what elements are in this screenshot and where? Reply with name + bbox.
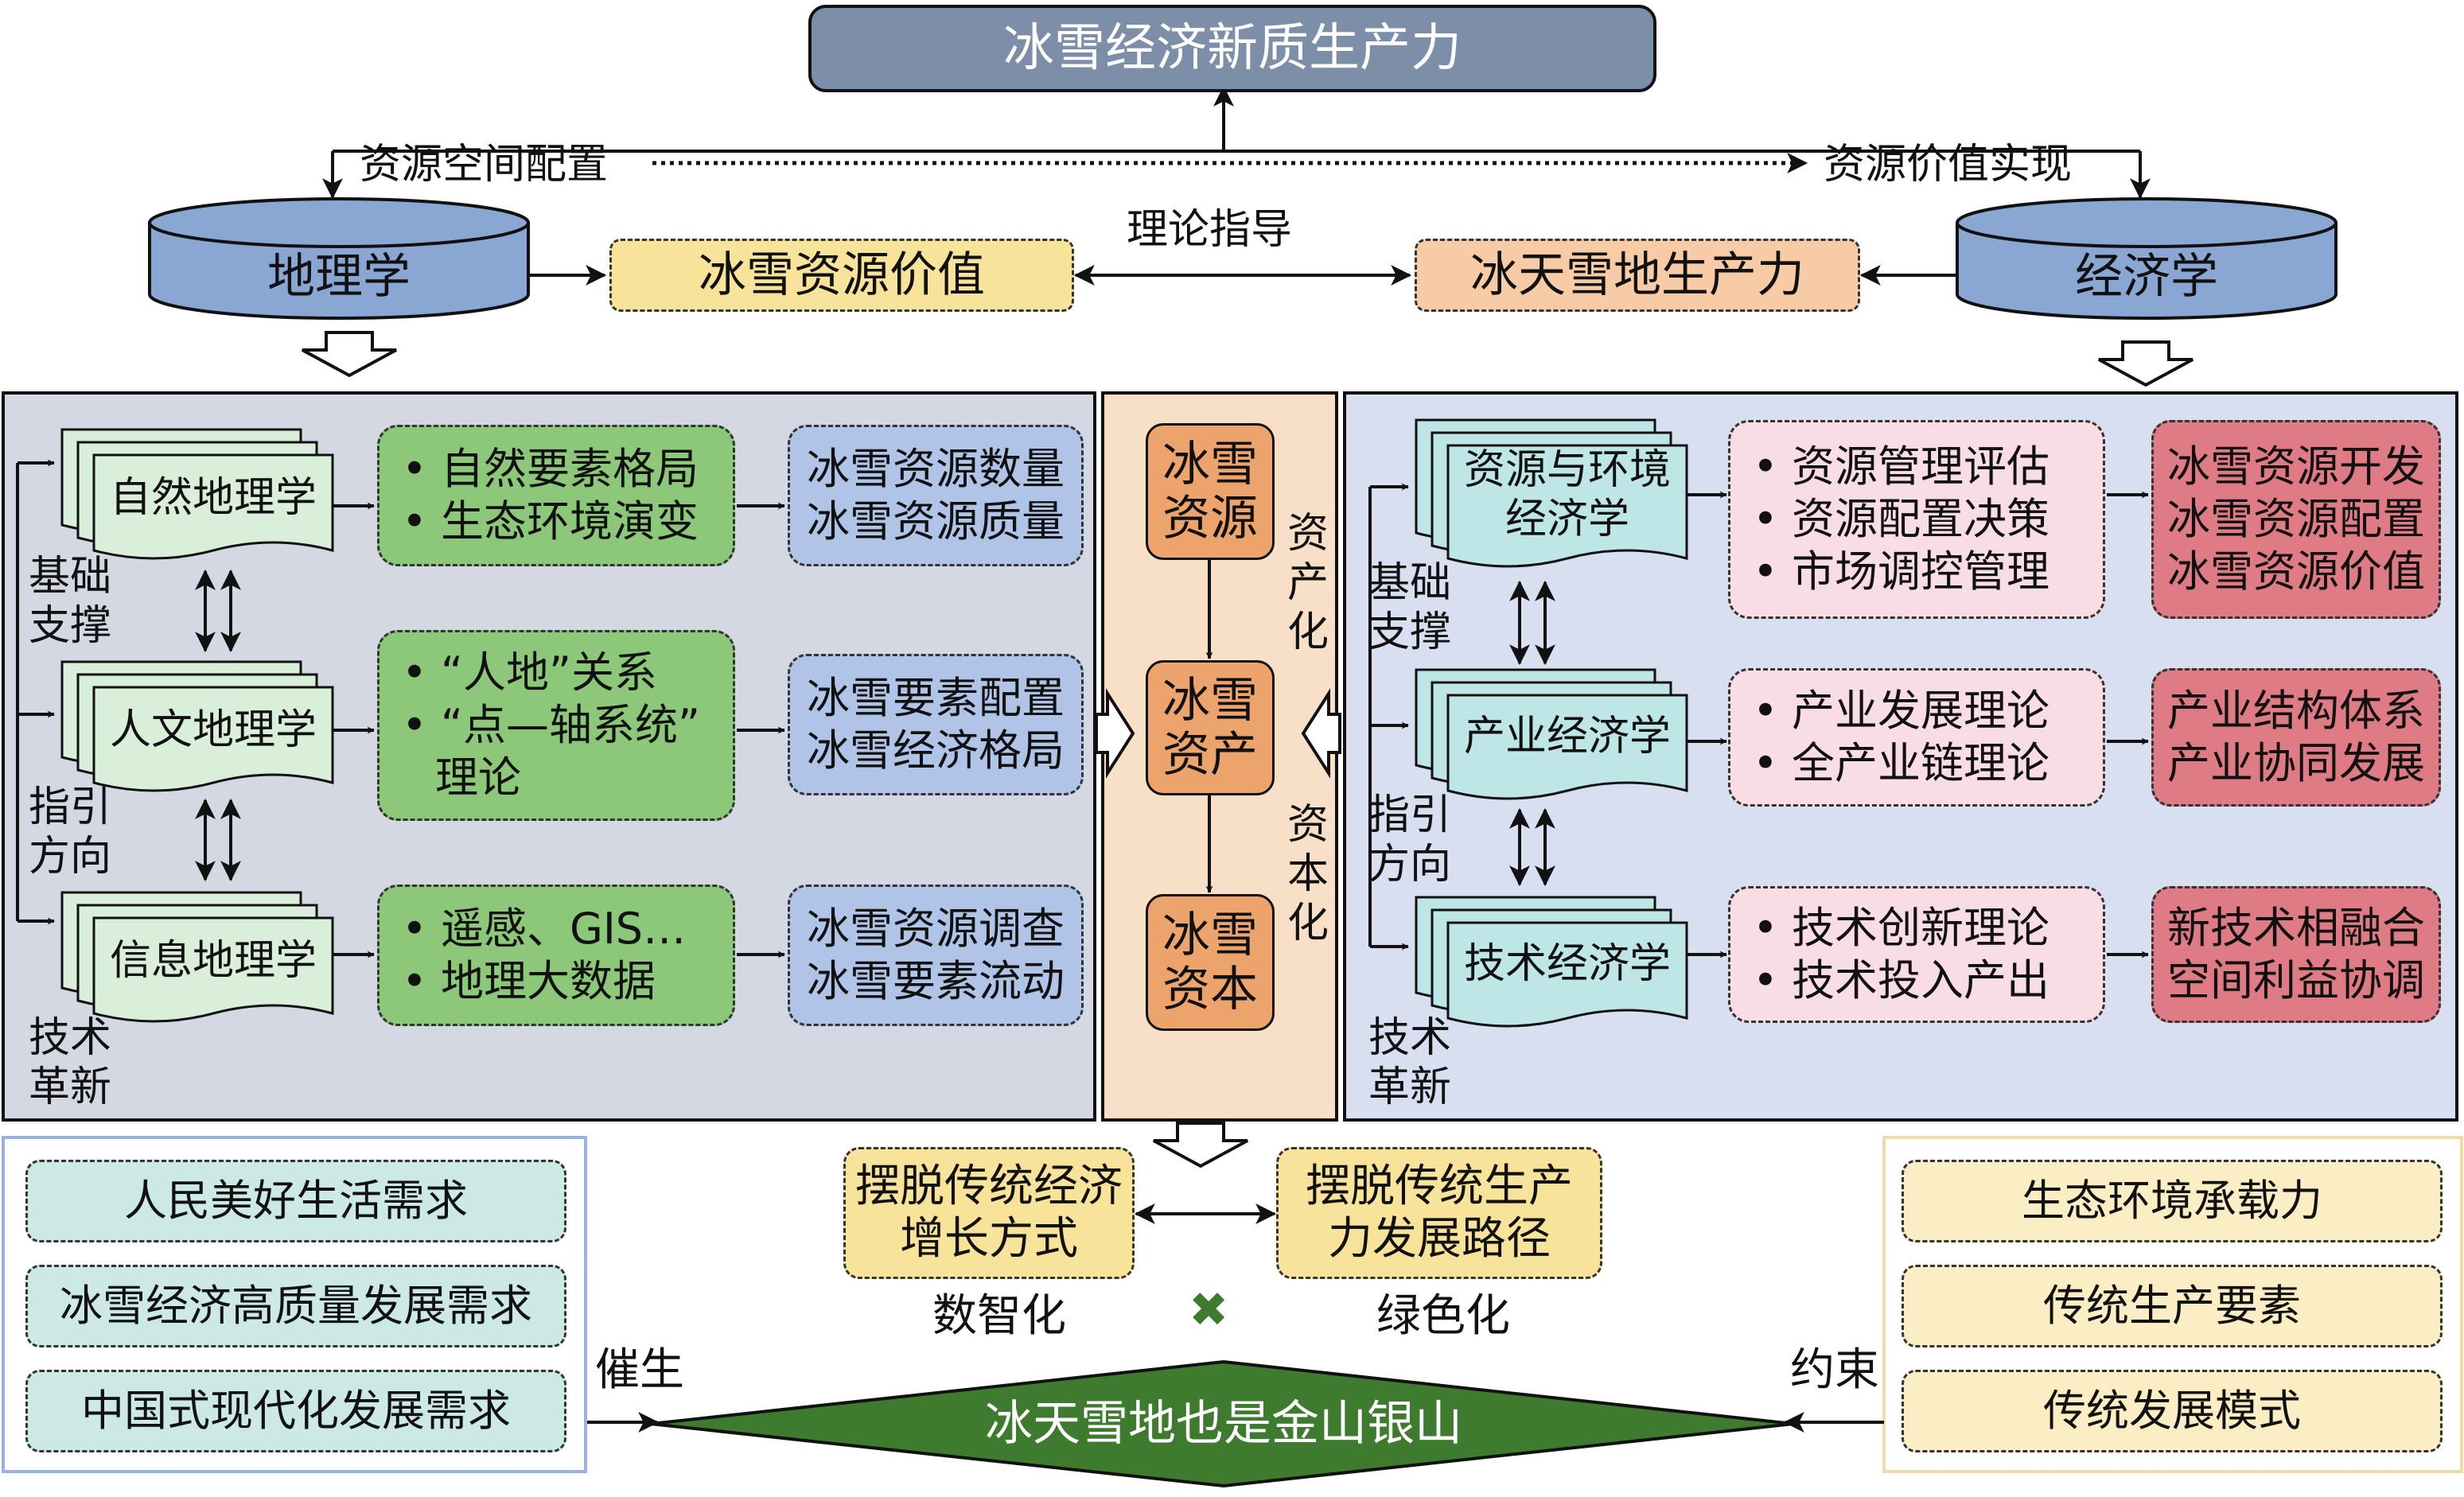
escape-traditional-productivity: 摆脱传统生产 力发展路径 (1276, 1147, 1602, 1279)
center-ice-capital: 冰雪 资本 (1146, 894, 1275, 1031)
need-chinese-modernization: 中国式现代化发展需求 (25, 1370, 566, 1452)
bullet-item: 生态环境演变 (402, 496, 733, 548)
label-assetization: 资 产 化 (1287, 510, 1329, 656)
ice-snow-productivity: 冰天雪地生产力 (1415, 239, 1860, 312)
right-label-guidance: 指引 方向 (1368, 791, 1452, 888)
bullet-item: 地理大数据 (402, 955, 733, 1008)
label-constrain: 约束 (1790, 1344, 1879, 1396)
bullet-item: 资源配置决策 (1753, 493, 2103, 546)
escape-traditional-growth: 摆脱传统经济 增长方式 (843, 1147, 1135, 1279)
label-greening: 绿色化 (1376, 1290, 1510, 1342)
label-catalyze: 催生 (595, 1344, 684, 1396)
right-result-tech-integration: 新技术相融合 空间利益协调 (2151, 886, 2441, 1023)
bullet-item: 遥感、GIS… (402, 903, 733, 955)
doc-technology-economics: 技术经济学 (1463, 940, 1671, 988)
bullet-item: 资源管理评估 (1753, 441, 2103, 493)
left-bullets-human: “人地”关系 “点—轴系统” 理论 (377, 630, 735, 821)
right-label-innovation: 技术 革新 (1368, 1014, 1452, 1111)
doc-resource-env-economics: 资源与环境 经济学 (1463, 446, 1671, 543)
ice-resource-value: 冰雪资源价值 (609, 239, 1074, 312)
right-bullets-resource: 资源管理评估 资源配置决策 市场调控管理 (1728, 420, 2105, 619)
slogan-text: 冰天雪地也是金山银山 (985, 1396, 1462, 1452)
bullet-item: 技术创新理论 (1753, 902, 2103, 955)
bullet-item: 全产业链理论 (1753, 737, 2103, 790)
left-bullets-information: 遥感、GIS… 地理大数据 (377, 885, 735, 1026)
left-bullets-natural: 自然要素格局 生态环境演变 (377, 425, 735, 566)
left-label-foundation: 基础 支撑 (29, 553, 112, 650)
eco-cylinder (1956, 197, 2337, 320)
constraint-eco-capacity: 生态环境承载力 (1902, 1160, 2443, 1242)
right-label-foundation: 基础 支撑 (1368, 559, 1452, 656)
right-result-develop-allocate-value: 冰雪资源开发 冰雪资源配置 冰雪资源价值 (2151, 420, 2441, 619)
bullet-item: “点—轴系统” (402, 699, 733, 752)
right-result-industry-structure: 产业结构体系 产业协同发展 (2151, 668, 2441, 807)
bullet-continuation: 理论 (435, 752, 521, 803)
bullet-item: 市场调控管理 (1753, 546, 2103, 598)
left-label-innovation: 技术 革新 (29, 1014, 112, 1111)
center-ice-resource: 冰雪 资源 (1146, 423, 1275, 560)
left-label-guidance: 指引 方向 (29, 783, 112, 881)
label-theory-guidance: 理论指导 (1127, 206, 1293, 254)
geo-cylinder (148, 197, 530, 320)
constraint-development-mode: 传统发展模式 (1902, 1370, 2443, 1452)
bullet-item: 技术投入产出 (1753, 955, 2103, 1007)
label-resource-allocation: 资源空间配置 (360, 141, 609, 189)
label-digital-intelligence: 数智化 (932, 1290, 1066, 1342)
bullet-item: 产业发展理论 (1753, 685, 2103, 737)
label-resource-value: 资源价值实现 (1824, 141, 2073, 189)
left-result-survey-flow: 冰雪资源调查 冰雪要素流动 (788, 885, 1084, 1026)
page-title: 冰雪经济新质生产力 (808, 5, 1656, 92)
doc-human-geography: 人文地理学 (109, 706, 317, 754)
label-capitalization: 资 本 化 (1287, 801, 1329, 947)
eco-cylinder-label: 经济学 (2075, 249, 2218, 305)
need-better-life: 人民美好生活需求 (25, 1160, 566, 1242)
slogan-diamond (650, 1359, 1794, 1488)
doc-industrial-economics: 产业经济学 (1463, 713, 1671, 760)
left-result-allocation-pattern: 冰雪要素配置 冰雪经济格局 (788, 654, 1084, 795)
left-result-quantity-quality: 冰雪资源数量 冰雪资源质量 (788, 425, 1084, 566)
geo-cylinder-label: 地理学 (267, 249, 411, 305)
right-bullets-industry: 产业发展理论 全产业链理论 (1728, 668, 2105, 807)
constraint-production-factors: 传统生产要素 (1902, 1265, 2443, 1347)
doc-physical-geography: 自然地理学 (109, 474, 317, 522)
right-bullets-technology: 技术创新理论 技术投入产出 (1728, 886, 2105, 1023)
bullet-item: 自然要素格局 (402, 443, 733, 496)
bullet-item: “人地”关系 (402, 647, 733, 699)
need-high-quality-dev: 冰雪经济高质量发展需求 (25, 1265, 566, 1347)
center-ice-asset: 冰雪 资产 (1146, 660, 1275, 795)
doc-information-geography: 信息地理学 (109, 937, 317, 985)
cross-icon: ✖ (1189, 1282, 1229, 1338)
